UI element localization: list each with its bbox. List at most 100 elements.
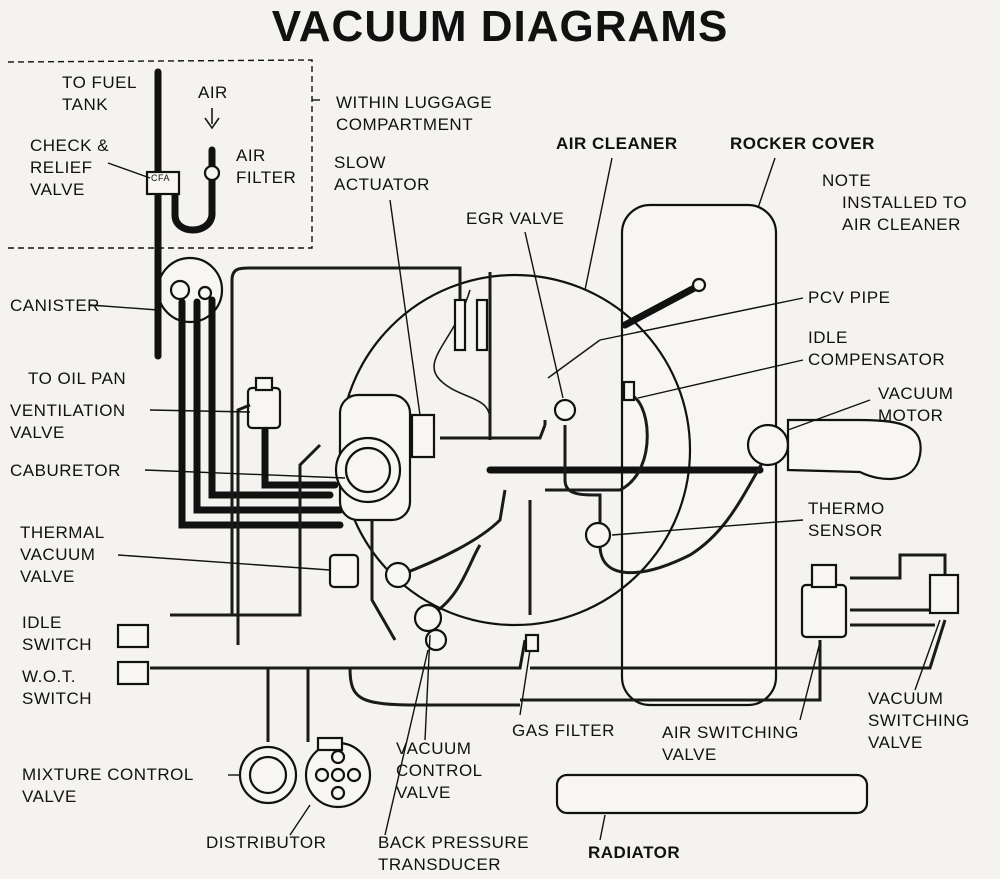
hose-egr-to-vcv — [399, 489, 507, 577]
hose-top-loop — [230, 266, 462, 615]
label-line: COMPARTMENT — [336, 115, 474, 134]
vacuum-motor — [746, 423, 790, 467]
label-line: VALVE — [396, 783, 451, 802]
hose-egr-line — [440, 424, 547, 440]
label-line: ACTUATOR — [334, 175, 430, 194]
leader-air-cleaner — [584, 157, 613, 291]
label-ventilation-valve: VENTILATION VALVE — [10, 400, 126, 444]
pcv-pipe-end — [691, 277, 707, 293]
mixture-control-valve-inner — [248, 755, 288, 795]
hose-to-air-switch — [520, 640, 822, 702]
leader-vacuum-switching — [914, 619, 941, 691]
wot-switch — [116, 660, 150, 686]
label-line: FILTER — [236, 168, 297, 187]
label-line: SLOW — [334, 153, 387, 172]
check-valve-marks: CFA — [151, 173, 170, 183]
egr-valve — [553, 398, 577, 422]
label-line: VACUUM — [868, 689, 944, 708]
label-check-relief-valve: CHECK & RELIEF VALVE — [30, 135, 109, 201]
leader-canister — [89, 304, 159, 311]
label-thermo-sensor: THERMO SENSOR — [808, 498, 885, 542]
canister-port-1 — [169, 279, 191, 301]
air-intake-duct — [786, 418, 922, 481]
egr-pipe-1 — [453, 298, 467, 352]
label-line: IDLE — [808, 328, 848, 347]
label-vacuum-motor: VACUUM MOTOR — [878, 383, 953, 427]
label-idle-compensator: IDLE COMPENSATOR — [808, 327, 945, 371]
label-line: SWITCHING — [868, 711, 970, 730]
air-arrow — [204, 108, 220, 130]
label-air-switching-valve: AIR SWITCHING VALVE — [662, 722, 799, 766]
leader-egr — [524, 231, 564, 399]
label-line: WITHIN LUGGAGE — [336, 93, 493, 112]
label-line: VALVE — [868, 733, 923, 752]
idle-switch — [116, 623, 150, 649]
label-line: W.O.T. — [22, 667, 76, 686]
label-line: INSTALLED TO — [842, 193, 968, 212]
hose-thermo-line — [563, 425, 602, 525]
label-line: CHECK & — [30, 136, 110, 155]
air-filter — [203, 164, 221, 182]
carburetor-throat-inner — [344, 446, 392, 494]
label-wot-switch: W.O.T. SWITCH — [22, 666, 92, 710]
leader-distributor — [289, 804, 311, 836]
label-line: TANK — [62, 95, 109, 114]
label-line: VALVE — [10, 423, 65, 442]
check-relief-valve — [145, 170, 181, 196]
leader-thermal — [117, 554, 331, 571]
air-switching-valve — [800, 583, 848, 639]
slow-actuator — [410, 413, 436, 459]
canister-line-1 — [178, 298, 344, 529]
label-line: VACUUM — [878, 384, 954, 403]
label-pcv-pipe: PCV PIPE — [808, 288, 891, 307]
ventilation-line — [261, 426, 339, 489]
canister-port-2 — [197, 285, 213, 301]
hose-asv-vsv — [850, 553, 947, 580]
label-carburetor: CABURETOR — [10, 461, 121, 480]
ventilation-valve — [246, 386, 282, 430]
distributor-cap-5 — [330, 767, 346, 783]
label-rocker-cover: ROCKER COVER — [730, 134, 875, 153]
hose-transducer-up — [429, 544, 482, 617]
label-air-filter: AIR FILTER — [236, 145, 296, 189]
label-line: SWITCH — [22, 689, 93, 708]
hose-carb-to-transducer — [370, 520, 397, 641]
label-line: COMPENSATOR — [808, 350, 946, 369]
label-canister: CANISTER — [10, 296, 100, 315]
valve-mark: F — [158, 173, 164, 183]
label-line: SENSOR — [808, 521, 883, 540]
label-line: TRANSDUCER — [378, 855, 502, 874]
back-pressure-transducer — [424, 628, 448, 652]
canister-line-3 — [208, 296, 334, 499]
pcv-line-inner — [547, 339, 601, 379]
air-cleaner-inner-contour — [433, 289, 491, 421]
leader-radiator — [599, 814, 606, 841]
label-line: AIR CLEANER — [842, 215, 961, 234]
label-radiator: RADIATOR — [588, 843, 681, 862]
label-within-luggage: WITHIN LUGGAGE COMPARTMENT — [336, 92, 492, 136]
label-line: NOTE — [822, 171, 872, 190]
label-line: THERMO — [808, 499, 885, 518]
hose-left-vertical — [236, 403, 251, 645]
hose-idle-comp — [545, 393, 649, 492]
label-thermal-vacuum-valve: THERMAL VACUUM VALVE — [20, 522, 105, 588]
leader-ventilation — [149, 409, 251, 413]
label-line: VALVE — [20, 567, 75, 586]
label-line: TO FUEL — [62, 73, 137, 92]
hose-lower-loop — [348, 667, 520, 707]
distributor-cap-1 — [330, 749, 346, 765]
leader-vacuum-motor — [787, 399, 871, 431]
thermal-vacuum-port — [384, 561, 412, 589]
hose-wot-line — [150, 639, 527, 670]
label-mixture-control-valve: MIXTURE CONTROL VALVE — [22, 764, 194, 808]
canister-line-2 — [193, 298, 344, 514]
label-line: BACK PRESSURE — [378, 833, 530, 852]
air-switching-valve-top — [810, 563, 838, 589]
idle-compensator — [622, 380, 636, 402]
leader-check-valve — [107, 162, 151, 179]
leader-idle-comp — [637, 359, 804, 399]
ventilation-valve-cap — [254, 376, 274, 392]
label-air: AIR — [198, 83, 228, 102]
